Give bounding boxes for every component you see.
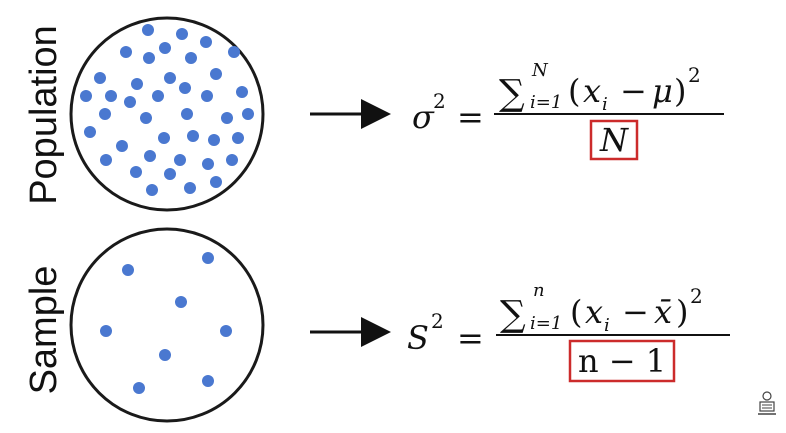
sample-lhs-exponent: 2 — [431, 309, 444, 333]
sample-num-mean: x̄ — [654, 293, 672, 331]
population-dot — [144, 150, 156, 162]
population-dot — [208, 134, 220, 146]
population-dot — [120, 46, 132, 58]
population-num-sub: i — [602, 94, 608, 115]
population-sum-lower: i=1 — [530, 92, 562, 113]
sample-formula: S 2 = ∑ n i=1 ( x i − x̄ ) 2 n − 1 — [407, 280, 730, 383]
population-num-exponent: 2 — [688, 63, 701, 87]
sample-dot — [100, 325, 112, 337]
sample-dot — [175, 296, 187, 308]
sample-denominator-box — [568, 339, 676, 383]
population-dot — [99, 108, 111, 120]
population-dot — [143, 52, 155, 64]
population-dot — [94, 72, 106, 84]
population-sum-symbol: ∑ — [499, 73, 525, 114]
sample-dot — [159, 349, 171, 361]
population-dot — [174, 154, 186, 166]
population-dot — [158, 132, 170, 144]
population-dot — [181, 108, 193, 120]
population-denominator-box — [589, 119, 639, 161]
sample-num-minus: − — [622, 293, 649, 331]
population-dot — [176, 28, 188, 40]
population-dot — [184, 182, 196, 194]
population-dot — [242, 108, 254, 120]
population-dot — [226, 154, 238, 166]
sample-circle — [69, 227, 265, 423]
sample-denominator: n − 1 — [578, 342, 666, 380]
sample-dot — [202, 375, 214, 387]
population-dot — [232, 132, 244, 144]
population-dots — [80, 24, 254, 196]
population-dot — [116, 140, 128, 152]
population-equals: = — [457, 98, 484, 136]
population-dot — [221, 112, 233, 124]
population-dot — [228, 46, 240, 58]
population-num-var: x — [583, 72, 601, 110]
sample-num-var: x — [585, 293, 603, 331]
population-dot — [124, 96, 136, 108]
population-dot — [200, 36, 212, 48]
population-label: Population — [23, 25, 65, 205]
population-formula: σ 2 = ∑ N i=1 ( x i − μ ) 2 N — [412, 60, 724, 161]
population-dot — [146, 184, 158, 196]
population-num-minus: − — [620, 72, 647, 110]
population-sum-upper: N — [531, 60, 549, 81]
population-dot — [201, 90, 213, 102]
population-dot — [84, 126, 96, 138]
population-num-close: ) — [674, 72, 686, 110]
population-dot — [140, 112, 152, 124]
population-dot — [210, 68, 222, 80]
sample-sum-lower: i=1 — [530, 313, 562, 334]
sample-dot — [202, 252, 214, 264]
reader-logo-icon — [758, 391, 776, 415]
sample-num-sub: i — [604, 315, 610, 336]
population-num-mean: μ — [652, 72, 673, 110]
population-dot — [152, 90, 164, 102]
population-lhs-exponent: 2 — [433, 89, 446, 113]
sample-lhs-symbol: S — [407, 319, 429, 357]
population-dot — [105, 90, 117, 102]
population-dot — [142, 24, 154, 36]
population-dot — [159, 42, 171, 54]
population-dot — [185, 52, 197, 64]
population-dot — [236, 86, 248, 98]
population-dot — [80, 90, 92, 102]
sample-sum-upper: n — [533, 280, 545, 301]
population-circle — [69, 16, 265, 212]
population-num-open: ( — [568, 72, 580, 110]
population-dot — [100, 154, 112, 166]
population-dot — [187, 130, 199, 142]
sample-num-close: ) — [676, 293, 688, 331]
population-dot — [131, 78, 143, 90]
population-dot — [130, 166, 142, 178]
population-lhs-symbol: σ — [412, 98, 435, 136]
sample-sum-symbol: ∑ — [500, 294, 526, 335]
population-dot — [164, 168, 176, 180]
population-dot — [202, 158, 214, 170]
population-denominator: N — [599, 121, 629, 159]
sample-dot — [122, 264, 134, 276]
sample-dot — [133, 382, 145, 394]
sample-dot — [220, 325, 232, 337]
population-dot — [210, 176, 222, 188]
sample-num-exponent: 2 — [690, 284, 703, 308]
sample-label: Sample — [23, 266, 65, 395]
population-dot — [164, 72, 176, 84]
sample-equals: = — [457, 319, 484, 357]
sample-dots — [100, 252, 232, 394]
population-dot — [179, 82, 191, 94]
sample-num-open: ( — [570, 293, 582, 331]
